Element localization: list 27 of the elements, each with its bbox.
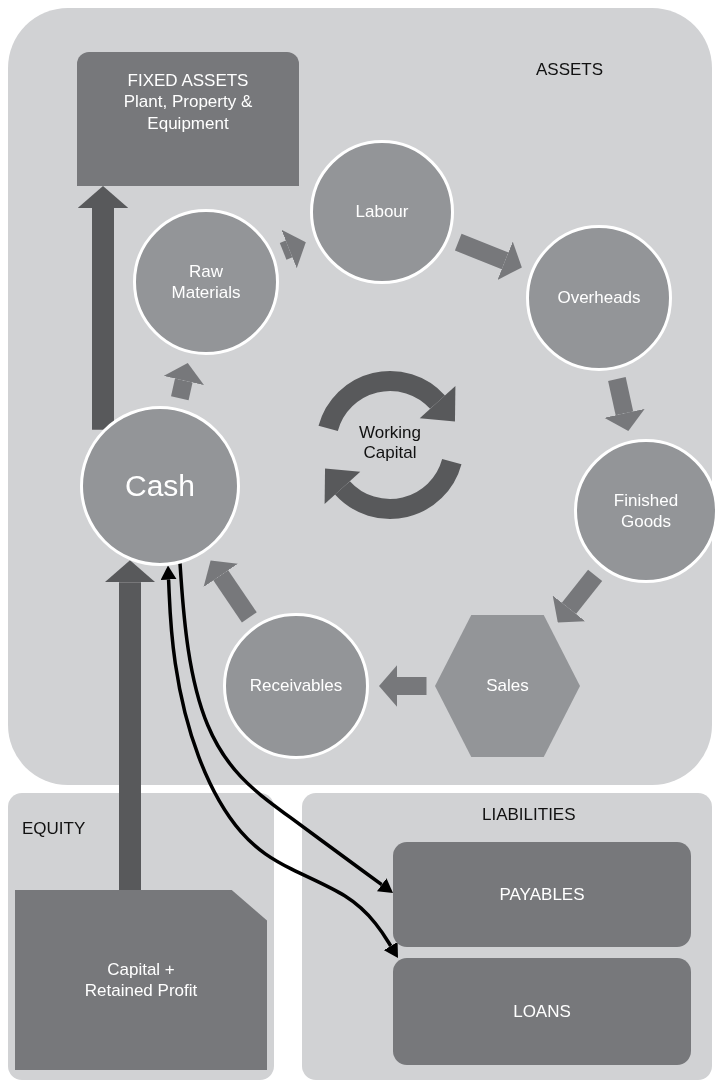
arrow (178, 563, 393, 893)
liabilities-panel (302, 793, 712, 1080)
panel-heading: LIABILITIES (482, 805, 576, 825)
arrow (160, 565, 398, 958)
fixed-assets-box: FIXED ASSETS Plant, Property & Equipment (77, 52, 299, 186)
cycle-label: Working Capital (357, 423, 422, 464)
payables-box: PAYABLES (393, 842, 691, 947)
block-arrow (104, 560, 156, 890)
panel-heading: ASSETS (536, 60, 604, 80)
process-circle: Receivables (223, 613, 369, 759)
block-arrow (604, 377, 645, 431)
block-arrow (203, 560, 257, 623)
block-arrow (77, 186, 129, 430)
block-arrow (454, 233, 522, 281)
process-circle: Overheads (526, 225, 672, 371)
process-circle: Raw Materials (133, 209, 279, 355)
panel-heading: EQUITY (22, 819, 86, 839)
cash-circle: Cash (80, 406, 240, 566)
process-circle: Labour (310, 140, 454, 284)
equity-panel (8, 793, 274, 1080)
block-arrow (552, 569, 603, 623)
loans-box: LOANS (393, 958, 691, 1065)
capital-box: Capital + Retained Profit (15, 890, 267, 1070)
process-circle: Finished Goods (574, 439, 716, 583)
block-arrow (279, 229, 306, 269)
block-arrow (379, 665, 427, 707)
block-arrow (163, 362, 204, 401)
